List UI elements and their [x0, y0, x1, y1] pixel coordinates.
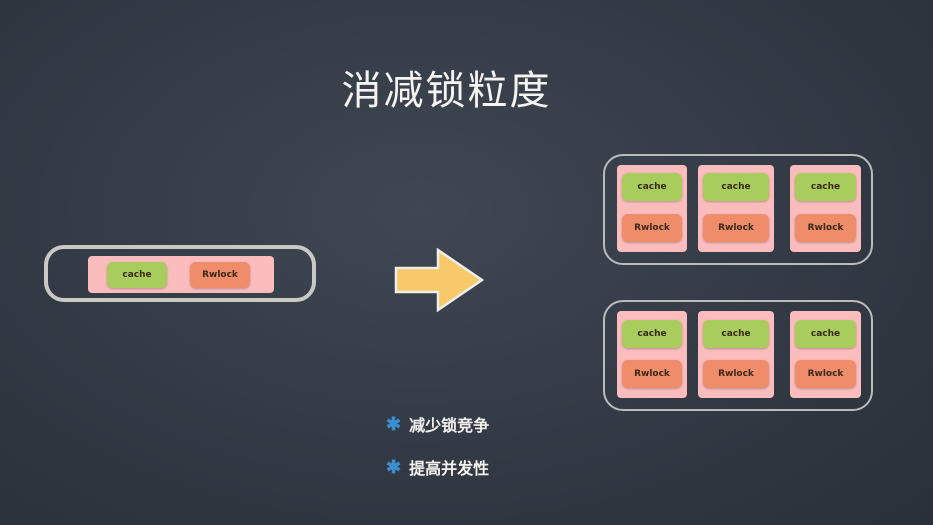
rwlock-block: Rwlock	[190, 262, 250, 288]
rwlock-block: Rwlock	[622, 360, 682, 388]
rwlock-block: Rwlock	[795, 360, 856, 388]
cache-block: cache	[107, 262, 167, 288]
shard-group-bottom	[603, 300, 873, 411]
rwlock-block: Rwlock	[703, 360, 769, 388]
bullet-item: ✱ 提高并发性	[386, 455, 489, 479]
cache-block: cache	[622, 173, 682, 201]
cache-block: cache	[795, 173, 856, 201]
asterisk-icon: ✱	[386, 456, 402, 478]
cache-block: cache	[703, 173, 769, 201]
rwlock-block: Rwlock	[622, 214, 682, 242]
cache-block: cache	[622, 320, 682, 348]
bullet-text: 提高并发性	[409, 459, 490, 478]
shard-group-top	[603, 154, 873, 265]
single-lock-group	[44, 245, 316, 302]
cache-block: cache	[703, 320, 769, 348]
asterisk-icon: ✱	[386, 413, 402, 435]
bullet-text: 减少锁竞争	[409, 416, 490, 435]
arrow-icon	[394, 247, 485, 313]
bullet-item: ✱ 减少锁竞争	[386, 412, 489, 436]
slide-title: 消减锁粒度	[341, 68, 552, 114]
cache-block: cache	[795, 320, 856, 348]
rwlock-block: Rwlock	[795, 214, 856, 242]
rwlock-block: Rwlock	[703, 214, 769, 242]
